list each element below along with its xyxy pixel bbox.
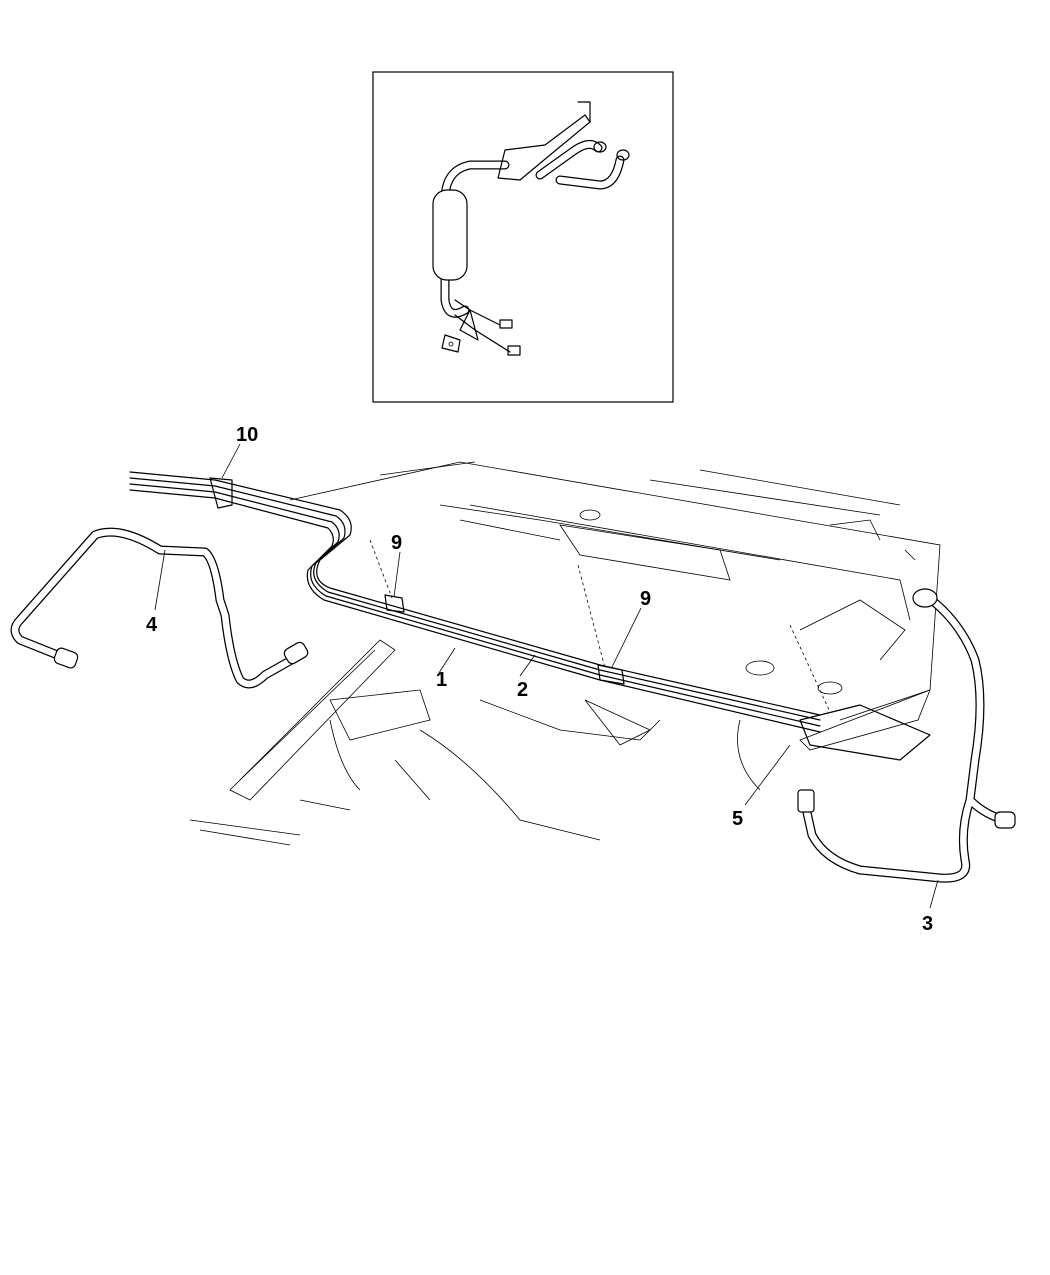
inset-detail-view (372, 71, 674, 403)
fuel-hose-4 (10, 527, 309, 689)
callout-5: 5 (732, 808, 743, 830)
callout-2: 2 (517, 679, 528, 701)
fuel-line-bundle (129, 471, 821, 733)
vehicle-underbody (189, 461, 941, 846)
callout-3: 3 (922, 913, 933, 935)
clip-9-left (384, 594, 405, 613)
callout-4: 4 (146, 614, 158, 636)
leader-lines (154, 443, 939, 909)
inset-tube-bundle (432, 101, 630, 356)
bracket-5 (799, 704, 931, 761)
callout-10: 10 (236, 424, 258, 446)
callout-1: 1 (436, 669, 447, 691)
fuel-hose-3 (797, 588, 1016, 883)
clip-9-right (597, 664, 625, 685)
callout-9-right: 9 (640, 588, 651, 610)
clip-10 (209, 477, 233, 509)
callout-9-left: 9 (391, 532, 402, 554)
